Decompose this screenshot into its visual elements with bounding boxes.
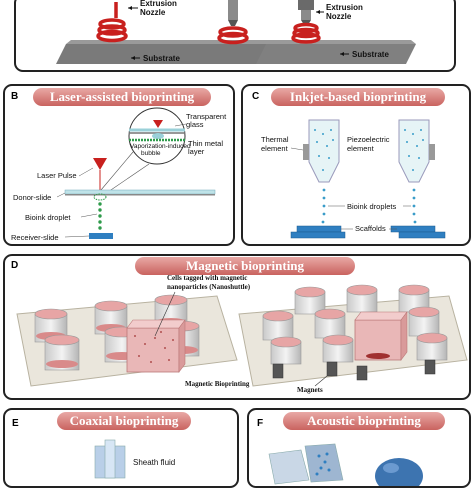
acoustic-device <box>268 443 344 485</box>
label-cells-tagged: Cells tagged with magnetic nanoparticles… <box>167 274 251 291</box>
panel-d-magnetic: D Magnetic bioprinting <box>3 254 471 400</box>
wells-right <box>262 284 448 365</box>
acoustic-droplet-sphere <box>375 458 423 486</box>
label-thermal-element: Thermal element <box>261 135 291 153</box>
label-laser-pulse: Laser Pulse <box>37 171 77 180</box>
label-extrusion-nozzle-1: Extrusion Nozzle <box>140 0 179 17</box>
inkjet-reservoir-piezo <box>398 119 435 224</box>
substrate-plate-3 <box>256 44 416 64</box>
label-magnetic-bioprinting: Magnetic Bioprinting <box>185 380 250 388</box>
coaxial-illustration: Sheath fluid <box>94 439 175 479</box>
receiver-slide <box>89 233 113 239</box>
scaffold-blocks <box>290 225 446 239</box>
extrusion-nozzle-3 <box>298 0 314 10</box>
label-substrate-1: Substrate <box>143 54 180 63</box>
panel-a-extrusion: Extrusion Nozzle Extrusion Nozzle Substr… <box>14 0 456 72</box>
donor-slide <box>64 189 216 195</box>
panel-f-acoustic: F Acoustic bioprinting <box>247 408 471 488</box>
bioink-droplets <box>98 202 102 230</box>
extrusion-illustration: Extrusion Nozzle Extrusion Nozzle Substr… <box>56 0 416 64</box>
label-receiver-slide: Receiver-slide <box>11 233 59 242</box>
panel-letter-f: F <box>257 418 264 429</box>
laser-emitter <box>93 158 107 170</box>
panel-b-title: Laser-assisted bioprinting <box>33 88 211 106</box>
magnetic-illustration: Cells tagged with magnetic nanoparticles… <box>16 274 468 394</box>
magnets <box>272 359 436 381</box>
panel-c-title: Inkjet-based bioprinting <box>271 88 445 106</box>
label-magnets: Magnets <box>297 386 323 394</box>
label-piezoelectric-element: Piezoelectric element <box>347 135 392 153</box>
panel-letter-e: E <box>12 418 19 429</box>
label-extrusion-nozzle-2: Extrusion Nozzle <box>326 3 365 21</box>
panel-e-title: Coaxial bioprinting <box>57 412 191 430</box>
panel-f-title: Acoustic bioprinting <box>283 412 445 430</box>
panel-e-coaxial: E Coaxial bioprinting Sheath fluid <box>3 408 239 488</box>
panel-d-title: Magnetic bioprinting <box>135 257 355 275</box>
panel-letter-b: B <box>11 91 19 102</box>
substrate-plate-1 <box>56 44 216 64</box>
panel-b-laser: B Laser-assisted bioprinting Transparent… <box>3 84 235 246</box>
bioink-coil-3 <box>291 22 321 44</box>
coaxial-nozzle <box>94 439 126 479</box>
label-sheath-fluid: Sheath fluid <box>133 458 175 467</box>
bioink-coil-2 <box>217 26 249 45</box>
label-scaffolds: Scaffolds <box>355 224 386 233</box>
magnified-well-right <box>354 311 408 361</box>
label-transparent-glass: Transparent glass <box>186 112 228 129</box>
magnified-well-left <box>126 319 186 373</box>
label-substrate-2: Substrate <box>352 50 389 59</box>
inkjet-reservoir-thermal <box>303 119 340 224</box>
label-thin-metal-layer: Thin metal layer <box>188 139 225 156</box>
panel-letter-d: D <box>11 260 19 271</box>
bioink-coil-1 <box>96 2 128 43</box>
inkjet-illustration: Thermal element Piezoelectric element Bi… <box>261 119 446 239</box>
laser-illustration: Transparent glass Thin metal layer Vapor… <box>11 107 228 242</box>
label-vaporization-bubble: Vaporization-induced bubble <box>130 143 192 157</box>
acoustic-illustration <box>268 443 423 486</box>
label-bioink-droplet: Bioink droplet <box>25 213 71 222</box>
panel-c-inkjet: C Inkjet-based bioprinting <box>241 84 471 246</box>
label-donor-slide: Donor-slide <box>13 193 51 202</box>
panel-letter-c: C <box>252 91 260 102</box>
label-bioink-droplets: Bioink droplets <box>347 202 396 211</box>
extrusion-nozzle-2 <box>228 0 238 20</box>
